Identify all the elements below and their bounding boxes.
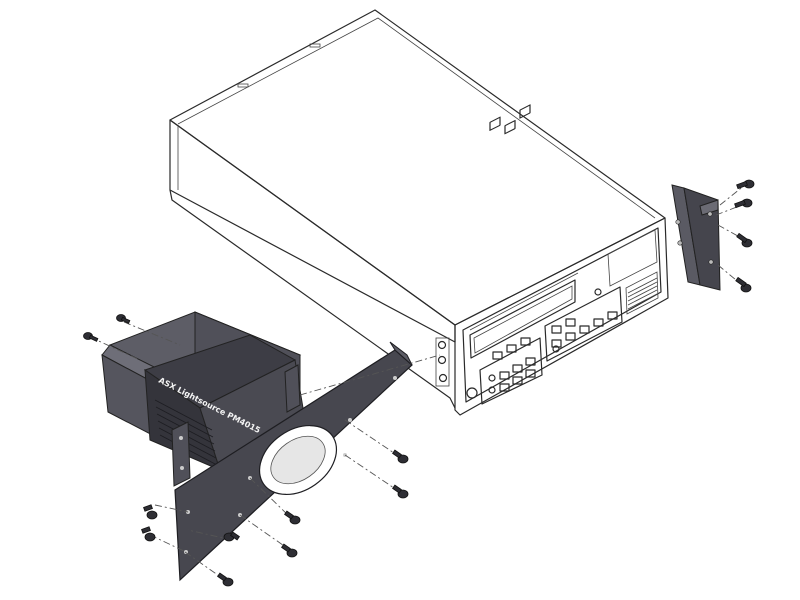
lamp-housing: ASX Lightsource PM4015: [101, 311, 306, 487]
screw: [736, 232, 753, 248]
mounting-plate: [174, 341, 413, 582]
display-window: [469, 279, 576, 359]
screw: [141, 526, 156, 542]
screw: [223, 531, 240, 542]
power-button: [466, 387, 478, 399]
screw: [83, 332, 99, 342]
screws: [83, 179, 755, 587]
screw: [734, 198, 753, 209]
button-cluster-right: [544, 286, 623, 362]
screw: [392, 484, 409, 499]
screw: [143, 504, 158, 520]
screw: [284, 510, 301, 525]
instrument-enclosure: [169, 9, 669, 416]
rack-bracket-right: [671, 184, 721, 291]
screw: [116, 314, 131, 324]
vent-grille: [607, 229, 659, 315]
button-cluster-left: [479, 104, 543, 405]
screw: [281, 543, 298, 558]
screw: [392, 449, 409, 464]
screw: [735, 276, 752, 293]
screw: [736, 179, 755, 190]
screw: [217, 572, 234, 587]
side-connectors: [435, 337, 450, 387]
assembly-center-lines: [89, 184, 746, 581]
